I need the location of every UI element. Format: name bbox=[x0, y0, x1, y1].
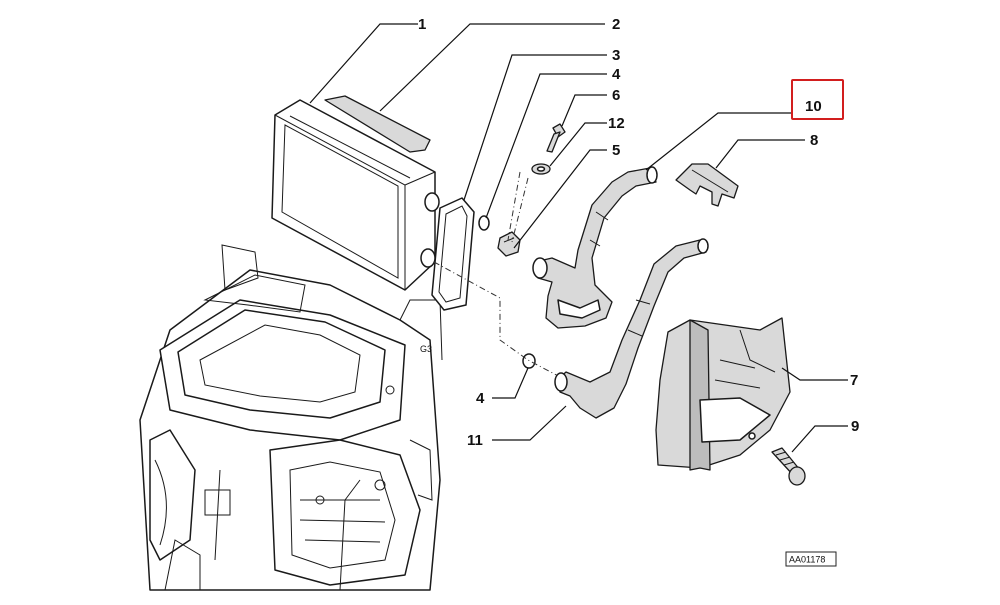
callout-1: 1 bbox=[418, 16, 426, 33]
reference-code: AA01178 bbox=[789, 555, 825, 565]
callout-5: 5 bbox=[612, 142, 620, 159]
part-8-bracket bbox=[675, 163, 739, 207]
callout-4-lower: 4 bbox=[476, 390, 485, 407]
callout-4-upper: 4 bbox=[612, 66, 621, 83]
callout-3: 3 bbox=[612, 47, 620, 64]
alignment-line-lower-pipe bbox=[433, 261, 563, 379]
alignment-line-screw bbox=[507, 171, 521, 241]
part-7-cover bbox=[655, 317, 791, 471]
callout-8: 8 bbox=[810, 132, 818, 149]
part-2-seal-strip bbox=[324, 95, 431, 153]
callout-6: 6 bbox=[612, 87, 620, 104]
part-11-lower-hose bbox=[554, 238, 709, 419]
housing-mark: G3 bbox=[420, 344, 432, 354]
leader-lines bbox=[309, 23, 848, 453]
part-6-screw bbox=[546, 123, 566, 153]
part-9-bolt bbox=[771, 447, 806, 486]
callout-11: 11 bbox=[467, 432, 483, 449]
callouts: 1 2 3 4 6 12 5 10 8 7 9 4 11 bbox=[418, 16, 859, 449]
callout-10-highlight-box bbox=[791, 79, 844, 120]
callout-10: 10 bbox=[805, 98, 822, 115]
callout-9: 9 bbox=[851, 418, 859, 435]
part-3-gasket bbox=[431, 197, 475, 311]
callout-7: 7 bbox=[850, 372, 858, 389]
heater-housing: G3 bbox=[139, 244, 443, 591]
alignment-line-washer bbox=[511, 177, 529, 243]
callout-2: 2 bbox=[612, 16, 620, 33]
reference-code-label: AA01178 bbox=[785, 551, 837, 567]
part-10-upper-hose bbox=[532, 166, 658, 329]
part-5-clip bbox=[497, 231, 521, 257]
part-12-washer bbox=[531, 163, 551, 175]
part-1-heater-core bbox=[271, 99, 440, 291]
callout-12: 12 bbox=[608, 115, 625, 132]
part-4-o-ring-upper bbox=[478, 215, 490, 231]
